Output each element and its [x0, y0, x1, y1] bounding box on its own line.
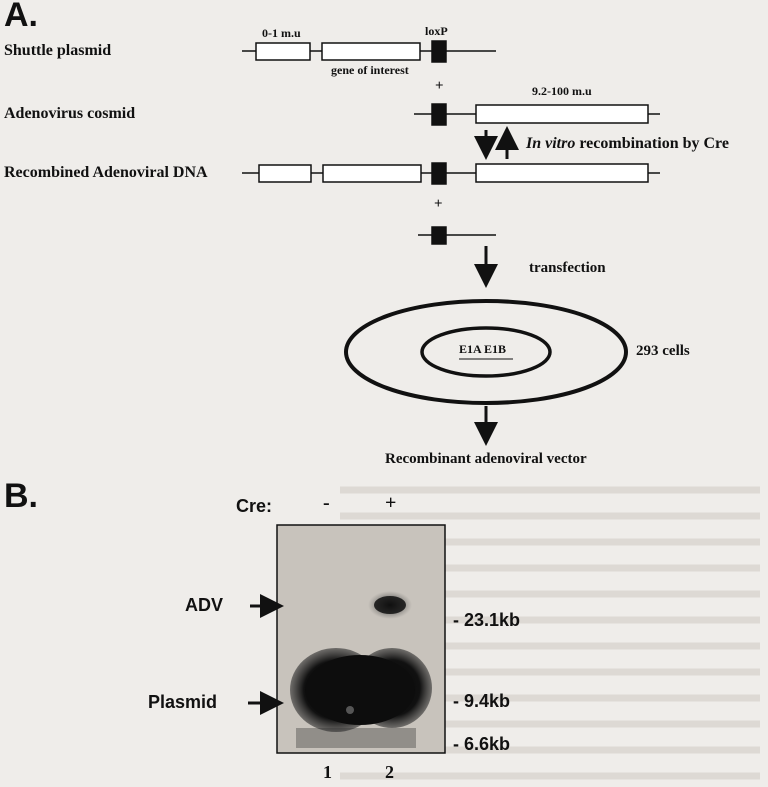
nucleus-inner-ellipse — [420, 326, 552, 378]
adenovirus-cosmid-label: Adenovirus cosmid — [4, 105, 136, 122]
lane-1-cre: - — [323, 492, 330, 514]
cre-label: Cre: — [236, 496, 273, 516]
lane-1-number: 1 — [323, 762, 332, 782]
lane-2-number: 2 — [385, 762, 394, 782]
marker-6kb: - 6.6kb — [453, 734, 511, 754]
cell-outer-ellipse — [344, 299, 628, 405]
recombined-dna-construct — [242, 162, 660, 185]
recombination-italic: In vitro — [526, 135, 576, 152]
recombination-label: In vitro recombination by Cre — [526, 135, 729, 153]
marker-23kb: - 23.1kb — [453, 610, 521, 630]
recombination-arrows — [474, 126, 519, 160]
shuttle-plasmid-construct — [242, 40, 496, 63]
plus-sign-2: + — [434, 196, 443, 212]
lane-2-cre: + — [385, 492, 397, 514]
panel-b-label: B. — [4, 477, 38, 515]
recombination-text: recombination by Cre — [575, 135, 729, 152]
gel-image — [276, 524, 446, 754]
recombined-dna-label: Recombined Adenoviral DNA — [4, 164, 208, 181]
adv-label: ADV — [185, 595, 224, 615]
mu-left-label: 0-1 m.u — [262, 26, 301, 40]
e1ae1b-label: E1A E1B — [459, 342, 507, 356]
shuttle-plasmid-label: Shuttle plasmid — [4, 42, 112, 59]
marker-9kb: - 9.4kb — [453, 691, 511, 711]
mu-right-label: 9.2-100 m.u — [532, 84, 592, 98]
plasmid-label: Plasmid — [148, 692, 218, 712]
transfection-label: transfection — [529, 260, 606, 276]
gene-of-interest-label: gene of interest — [331, 63, 409, 77]
plus-sign-1: + — [435, 78, 444, 94]
recombinant-vector-label: Recombinant adenoviral vector — [385, 451, 587, 467]
cells-label: 293 cells — [636, 343, 690, 359]
panel-a-label: A. — [4, 0, 38, 34]
adenovirus-cosmid-construct — [414, 103, 660, 126]
excised-loxp-fragment — [418, 226, 496, 245]
loxp-label: loxP — [425, 24, 448, 38]
